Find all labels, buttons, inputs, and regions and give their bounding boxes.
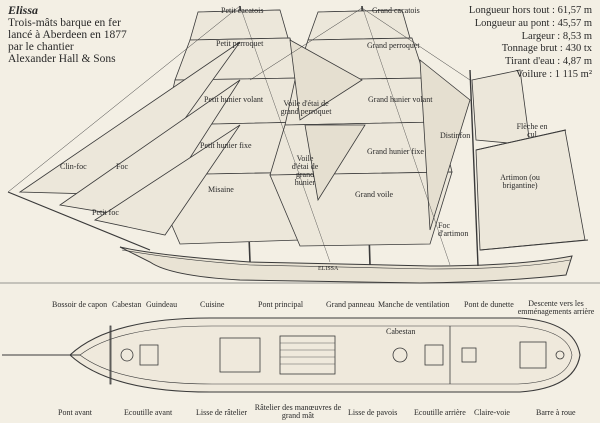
label-claire-voie: Claire-voie <box>474 408 510 417</box>
ship-name: Elissa <box>8 3 39 17</box>
mizzen-mast <box>469 69 479 267</box>
spec-beam: Largeur : 8,53 m <box>521 30 592 42</box>
label-manche: Manche de ventilation <box>378 300 450 309</box>
jib-3 <box>93 124 241 236</box>
label-pont-principal: Pont principal <box>258 300 304 309</box>
deck-main-hatch <box>279 335 336 375</box>
spec-tonnage: Tonnage brut : 430 tx <box>501 43 592 55</box>
label-grand-hunier-fixe: Grand hunier fixe <box>367 147 424 156</box>
label-fleche-en-cul: Flèche en cul <box>516 122 548 139</box>
label-ecoutille-avant: Ecoutille avant <box>124 408 173 417</box>
deck-guindeau <box>139 344 159 366</box>
title-line-2: lancé à Aberdeen en 1877 <box>8 28 127 41</box>
hull-side <box>119 246 573 284</box>
label-ratelier: Râtelier des manœuvres de grand mât <box>254 403 342 420</box>
bowsprit <box>7 191 151 251</box>
label-bossoir: Bossoir de capon <box>52 300 108 309</box>
label-grand-hunier-volant: Grand hunier volant <box>368 95 433 104</box>
spec-draft: Tirant d'eau : 4,87 m <box>505 56 592 68</box>
deck-skylight <box>461 347 477 363</box>
main-sail-5 <box>269 171 453 247</box>
spec-length-deck: Longueur au pont : 45,57 m <box>474 17 592 29</box>
label-cabestan-mid: Cabestan <box>386 327 416 336</box>
hull-name: ELISSA <box>318 266 339 272</box>
label-petit-cacatois: Petit cacatois <box>221 6 264 15</box>
deck-plan-hull <box>69 317 581 393</box>
label-cabestan: Cabestan <box>112 300 142 309</box>
spanker <box>475 129 586 251</box>
staysail-2 <box>304 124 366 202</box>
label-petit-foc: Petit foc <box>92 208 119 217</box>
label-grand-voile: Grand voile <box>355 190 393 199</box>
title-line-4: Alexander Hall & Sons <box>8 52 116 65</box>
hull-deck-line <box>121 249 571 270</box>
label-lisse-pavois: Lisse de pavois <box>348 408 398 417</box>
label-ecoutille-arriere: Ecoutille arrière <box>414 408 466 417</box>
specs-block: Longueur hors tout : 61,57 m Longueur au… <box>469 5 592 82</box>
label-pont-dunette: Pont de dunette <box>464 300 514 309</box>
stay-2 <box>249 7 363 81</box>
label-foc: Foc <box>116 162 128 171</box>
label-petit-perroquet: Petit perroquet <box>216 39 264 48</box>
label-pont-avant: Pont avant <box>58 408 92 417</box>
label-barre: Barre à roue <box>536 408 576 417</box>
label-clin-foc: Clin-foc <box>60 162 87 171</box>
deck-wheel <box>555 350 565 360</box>
deck-capstan-fore <box>120 348 134 362</box>
stay-3 <box>361 7 471 81</box>
backstay-1 <box>239 5 331 263</box>
deck-hatch-grid <box>280 342 335 365</box>
spec-sail-area: Voilure : 1 115 m² <box>515 68 592 80</box>
deck-aft-hatch <box>424 344 444 366</box>
label-voile-etai-hunier: Voile d'étai de grand hunier <box>291 154 319 187</box>
label-descente: Descente vers les emménagements arrière <box>517 299 595 316</box>
label-voile-etai-perroquet: Voile d'étai de grand perroquet <box>280 99 332 116</box>
title-line-3: par le chantier <box>8 40 74 53</box>
deck-companion <box>519 341 547 369</box>
label-foc-artimon: Foc d'artimon <box>438 221 469 238</box>
label-misaine: Misaine <box>208 185 234 194</box>
staysail-3 <box>419 59 471 231</box>
deck-galley <box>219 337 261 373</box>
backstay-2 <box>361 5 451 266</box>
staysail-1 <box>289 39 363 121</box>
label-artimon: Artimon (ou brigantine) <box>500 173 540 190</box>
label-grand-panneau: Grand panneau <box>326 300 375 309</box>
jib-2 <box>58 79 241 221</box>
deck-forecastle-line <box>109 325 112 385</box>
label-cuisine: Cuisine <box>200 300 225 309</box>
label-petit-hunier-volant: Petit hunier volant <box>204 95 264 104</box>
label-lisse-ratelier: Lisse de râtelier <box>196 408 248 417</box>
label-guindeau: Guindeau <box>146 300 178 309</box>
spec-length-overall: Longueur hors tout : 61,57 m <box>468 5 592 16</box>
deck-plan-inner <box>79 325 573 385</box>
label-grand-cacatois: Grand cacatois <box>372 6 420 15</box>
label-petit-hunier-fixe: Petit hunier fixe <box>200 141 252 150</box>
label-distinfon: Distinfon <box>440 131 471 140</box>
deck-capstan-main <box>392 347 408 363</box>
boom <box>479 239 589 251</box>
title-block: Elissa Trois-mâts barque en fer lancé à … <box>8 4 127 65</box>
stay-1 <box>7 5 241 193</box>
title-line-1: Trois-mâts barque en fer <box>8 16 121 29</box>
label-grand-perroquet: Grand perroquet <box>367 41 420 50</box>
gaff <box>475 129 567 151</box>
